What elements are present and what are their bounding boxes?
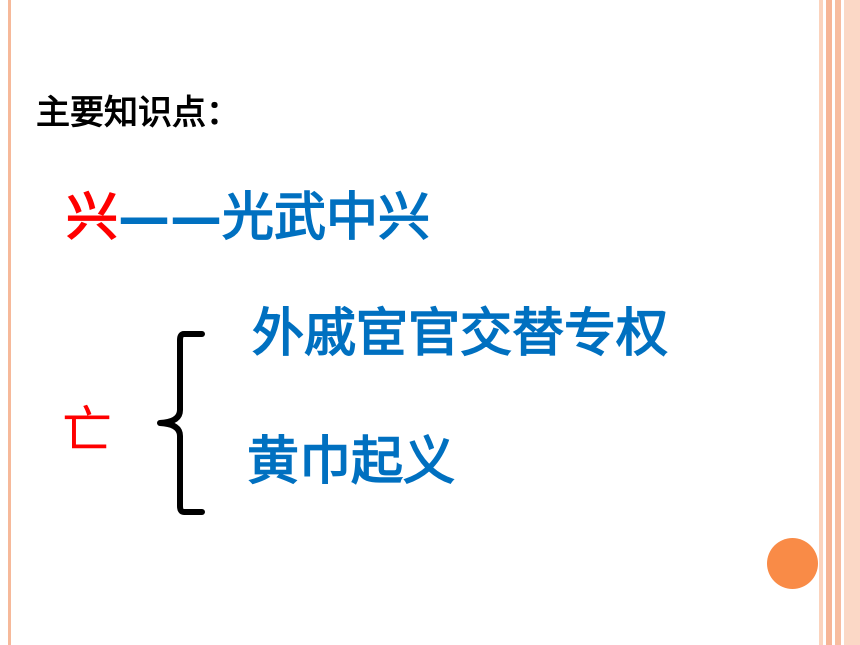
right-stripe-gap-3 (841, 0, 844, 645)
rise-line: 兴——光武中兴 (66, 192, 430, 244)
orange-circle-decoration (767, 538, 818, 589)
right-stripe-4 (844, 0, 860, 645)
fall-character: 亡 (62, 401, 112, 459)
left-brace (157, 331, 205, 515)
left-border-line (8, 0, 11, 645)
right-stripe-3 (835, 0, 841, 645)
slide-heading: 主要知识点： (36, 93, 240, 133)
rise-character: 兴 (66, 188, 119, 248)
right-stripe-gap-2 (832, 0, 835, 645)
rise-dash: —— (118, 188, 223, 248)
right-stripe-gap-1 (823, 0, 826, 645)
fall-item-2: 黄巾起义 (247, 432, 456, 492)
fall-item-1: 外戚宦官交替专权 (252, 304, 669, 364)
right-stripe-2 (826, 0, 832, 645)
right-stripe-1 (819, 0, 823, 645)
rise-event: 光武中兴 (222, 188, 431, 248)
